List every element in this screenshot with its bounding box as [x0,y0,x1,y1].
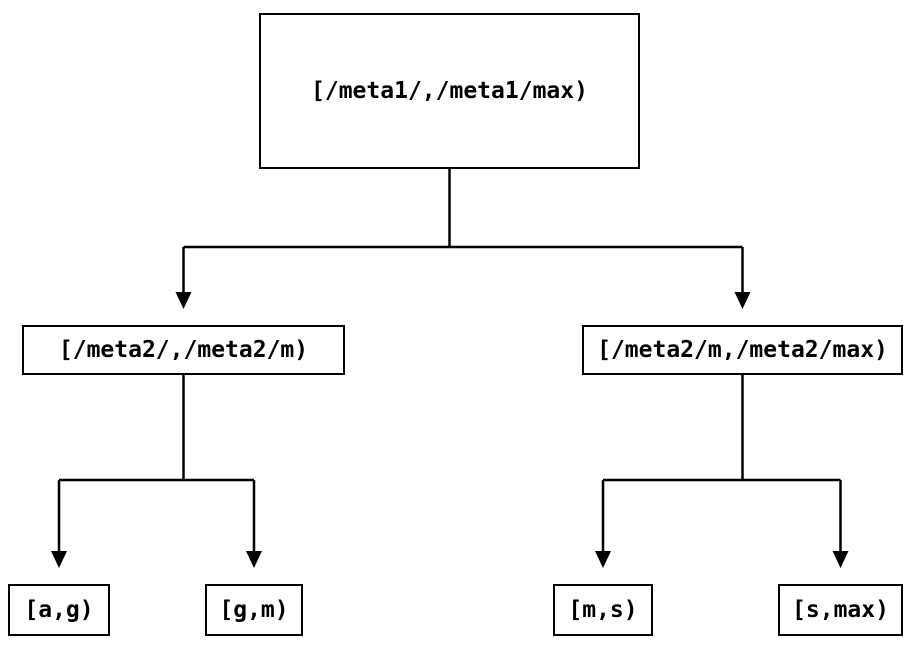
node-root-interval: [/meta1/,/meta1/max) [259,13,640,169]
node-meta2-left-label: [/meta2/,/meta2/m) [58,337,309,363]
arrow-down-icon [51,551,67,568]
node-leaf-gm-label: [g,m) [219,597,289,623]
node-leaf-ag-label: [a,g) [24,597,94,623]
node-meta2-right-label: [/meta2/m,/meta2/max) [597,337,888,363]
node-leaf-ag-interval: [a,g) [8,584,110,636]
node-root-label: [/meta1/,/meta1/max) [311,78,588,104]
arrow-down-icon [175,292,192,309]
node-leaf-gm-interval: [g,m) [205,584,303,636]
node-meta2-left-interval: [/meta2/,/meta2/m) [22,325,345,375]
node-leaf-ms-label: [m,s) [568,597,638,623]
node-leaf-smax-label: [s,max) [792,597,889,623]
arrow-down-icon [832,551,849,568]
arrow-down-icon [734,292,751,309]
arrow-down-icon [246,551,262,568]
node-meta2-right-interval: [/meta2/m,/meta2/max) [582,325,903,375]
arrow-down-icon [595,551,611,568]
node-leaf-smax-interval: [s,max) [778,584,903,636]
node-leaf-ms-interval: [m,s) [553,584,653,636]
